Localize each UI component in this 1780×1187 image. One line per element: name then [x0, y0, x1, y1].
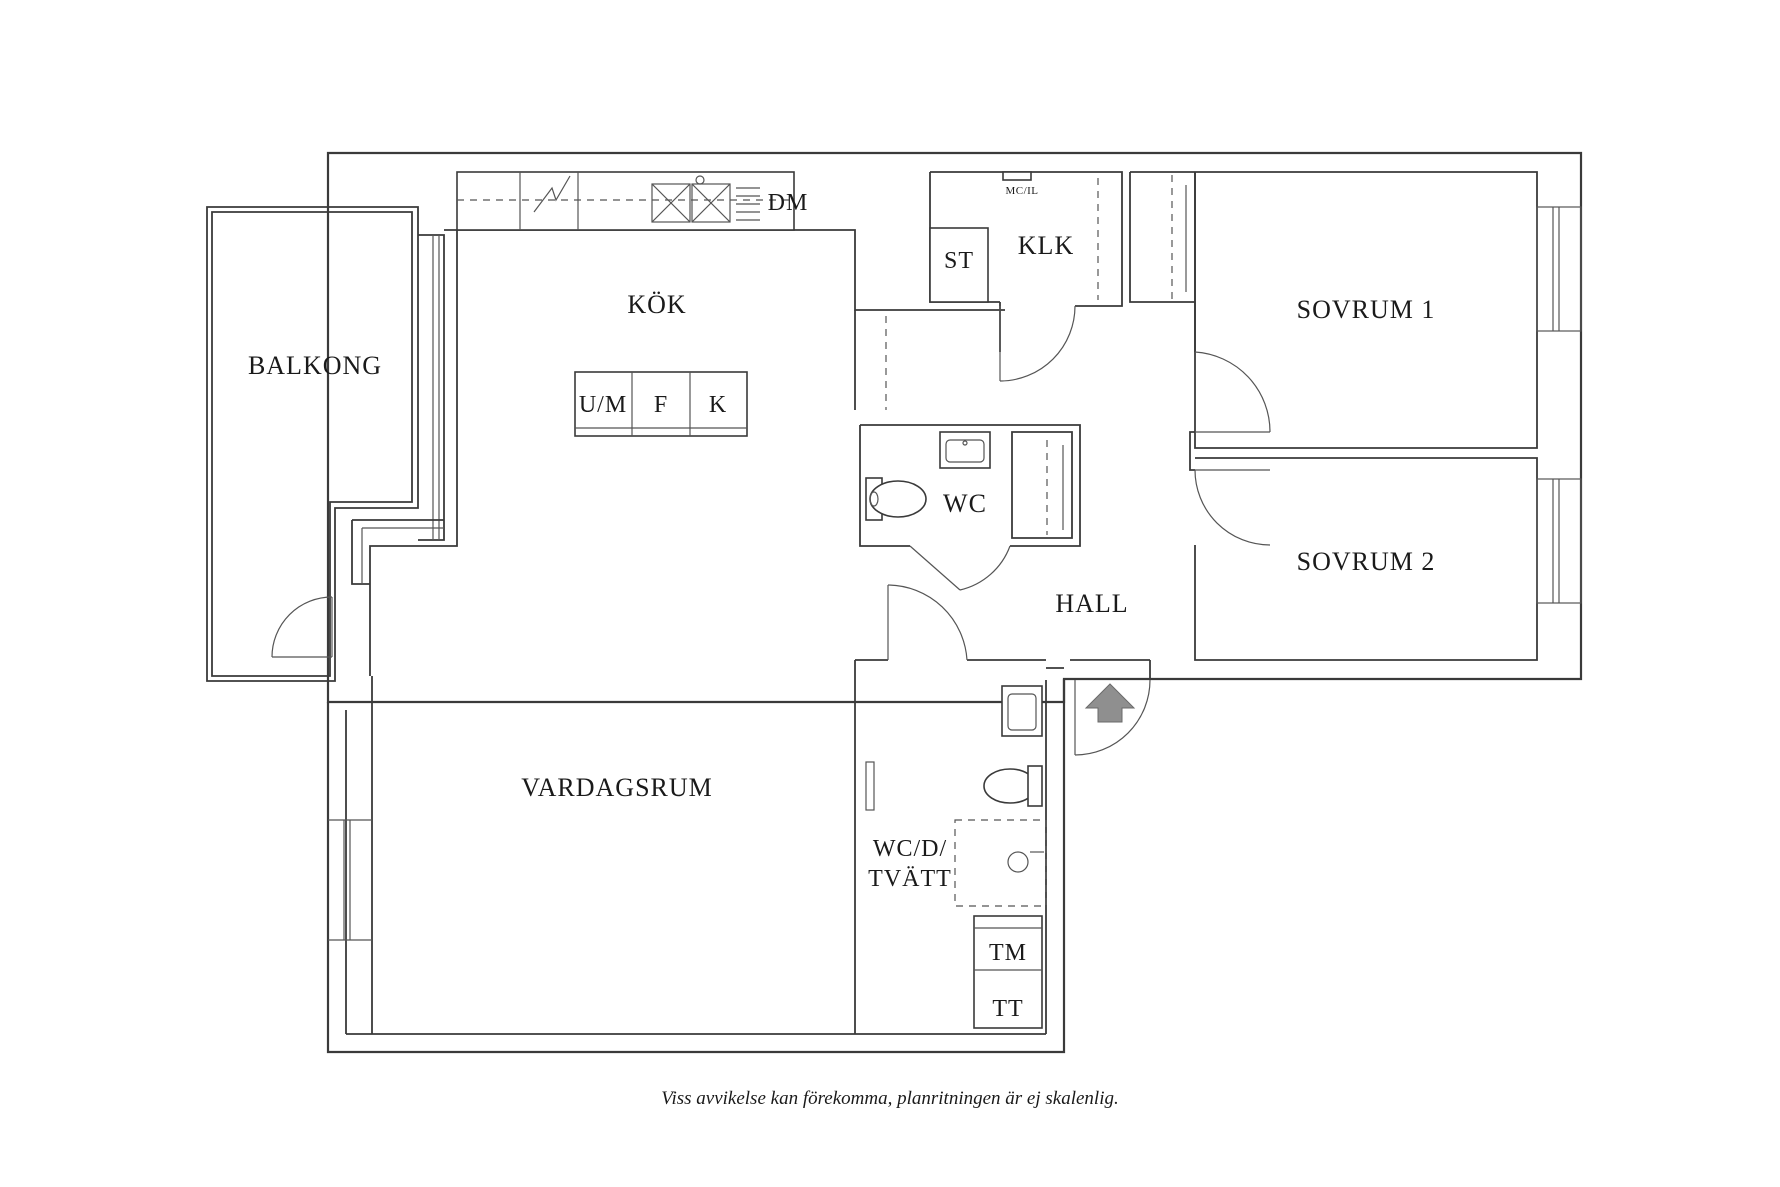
room-label-sovrum1: SOVRUM 1: [1297, 295, 1436, 324]
bathroom-fixtures: [865, 685, 1047, 1029]
fixture-label-k: K: [709, 392, 727, 418]
room-label-balkong: BALKONG: [248, 351, 382, 380]
bedroom-windows: [1536, 206, 1582, 604]
room-label-klk: KLK: [1018, 231, 1074, 260]
wardrobes: [885, 175, 1187, 535]
fixture-label-tm: TM: [989, 940, 1027, 966]
room-label-sovrum2: SOVRUM 2: [1297, 547, 1436, 576]
klk-fixtures: [929, 171, 1032, 303]
room-label-wc-d-tvatt-1: WC/D/: [873, 836, 947, 862]
wc-fixtures: [865, 431, 991, 521]
outer-walls: [326, 151, 1583, 1054]
kitchen-counter: [456, 171, 795, 231]
footnote: Viss avvikelse kan förekomma, planritnin…: [661, 1088, 1118, 1109]
fixture-label-f: F: [654, 392, 668, 418]
room-label-wc-d-tvatt-2: TVÄTT: [868, 866, 952, 892]
room-label-wc: WC: [943, 489, 987, 518]
fixture-label-tt: TT: [992, 996, 1023, 1022]
balcony-door[interactable]: [271, 596, 333, 658]
balcony: [206, 206, 419, 682]
appliance-row: [574, 371, 748, 437]
fixture-label-um: U/M: [579, 392, 627, 418]
fixture-label-dm: DM: [768, 190, 809, 216]
interior-walls: [328, 171, 1538, 1034]
doors[interactable]: [887, 305, 1271, 756]
entrance-arrow-icon: [1084, 683, 1136, 723]
fixture-label-mc-il: MC/IL: [1005, 185, 1038, 197]
room-label-vardagsrum: VARDAGSRUM: [521, 773, 713, 802]
room-label-hall: HALL: [1055, 589, 1128, 618]
room-label-kok: KÖK: [627, 290, 686, 319]
fixture-label-st: ST: [944, 248, 974, 274]
